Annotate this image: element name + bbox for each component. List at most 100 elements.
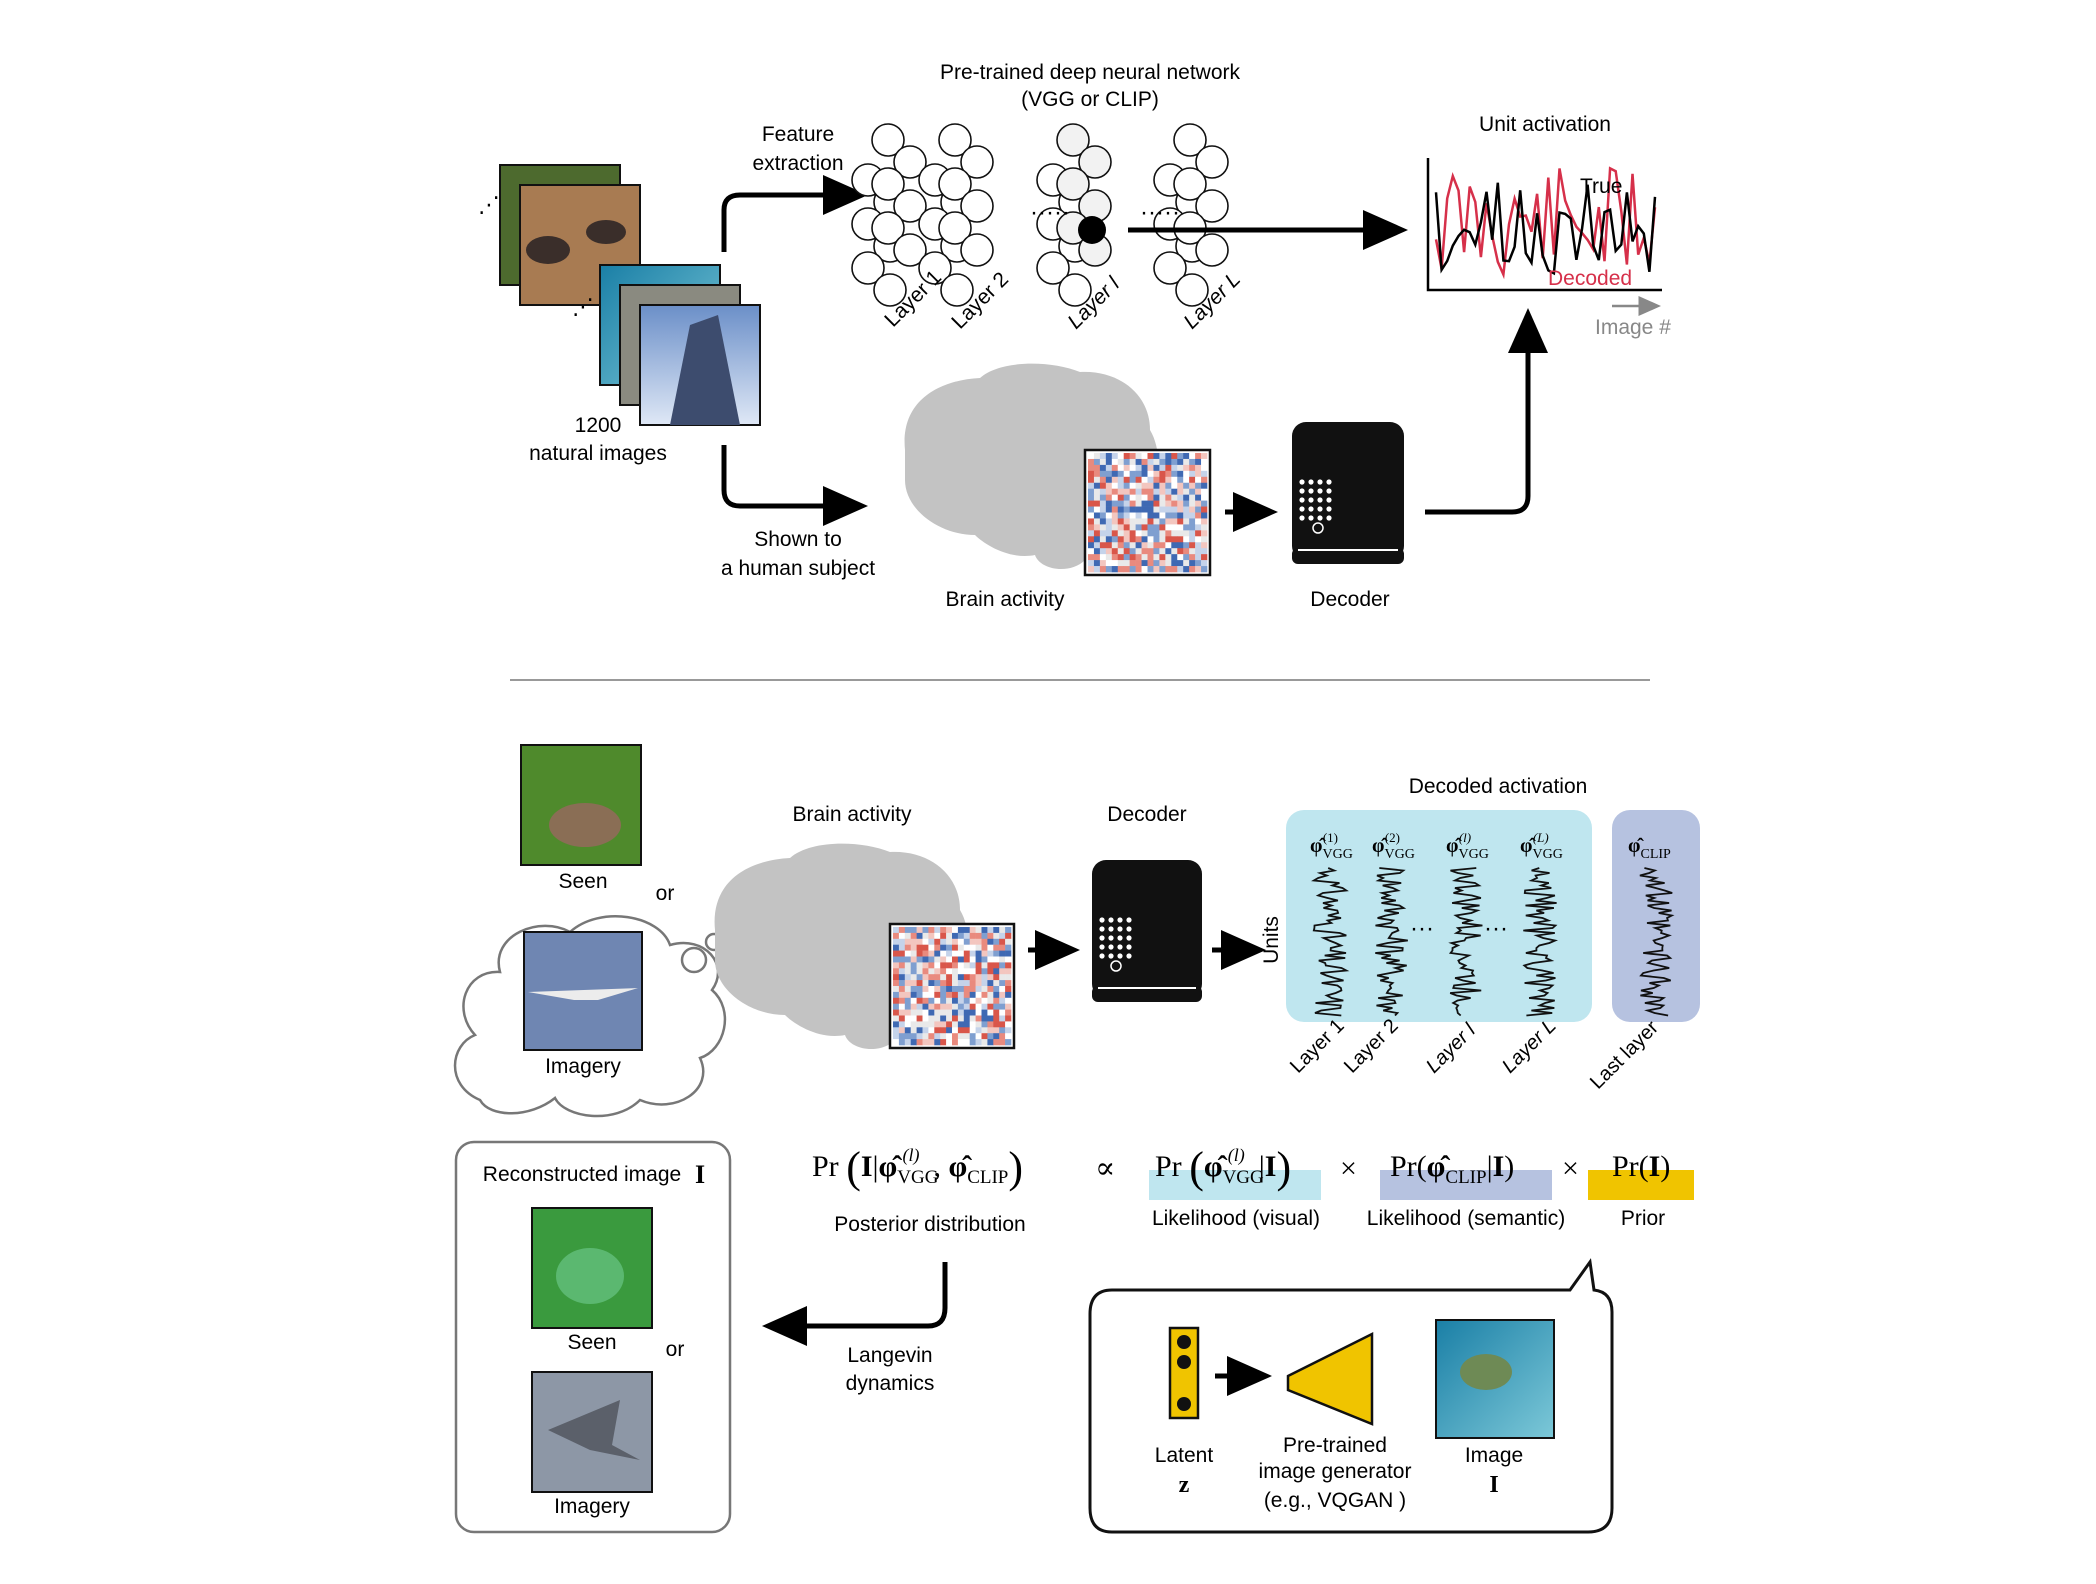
matrix-cell: [1177, 500, 1184, 507]
network-unit: [871, 123, 905, 157]
matrix-cell: [1177, 560, 1184, 567]
matrix-cell: [1005, 938, 1012, 945]
matrix-cell: [1189, 476, 1196, 484]
matrix-cell: [1105, 548, 1113, 555]
matrix-cell: [969, 932, 976, 940]
matrix-cell: [952, 944, 959, 951]
matrix-cell: [969, 956, 976, 963]
matrix-cell: [1123, 482, 1130, 489]
matrix-cell: [1171, 476, 1178, 484]
matrix-cell: [1123, 536, 1130, 543]
matrix-cell: [975, 980, 982, 987]
matrix-cell: [928, 1015, 935, 1022]
matrix-cell: [1105, 560, 1113, 567]
network-title-1: Pre-trained deep neural network: [940, 61, 1241, 84]
matrix-cell: [1005, 991, 1012, 999]
matrix-cell: [952, 1015, 959, 1022]
top-brain-activity-label: Brain activity: [945, 588, 1065, 611]
matrix-cell: [963, 986, 970, 993]
matrix-cell: [1088, 530, 1095, 537]
matrix-cell: [946, 1015, 953, 1022]
matrix-cell: [1189, 512, 1196, 519]
matrix-cell: [910, 974, 917, 981]
matrix-cell: [1129, 482, 1136, 489]
feature-extraction-label-1: Feature: [762, 123, 834, 146]
matrix-cell: [928, 956, 935, 963]
matrix-cell: [987, 1015, 994, 1022]
matrix-cell: [1171, 542, 1178, 549]
matrix-cell: [1153, 560, 1160, 567]
matrix-cell: [1005, 950, 1012, 957]
matrix-cell: [1117, 548, 1124, 555]
matrix-cell: [1135, 548, 1142, 555]
bottom-layer-label-l: Layer l: [1422, 1019, 1480, 1077]
matrix-cell: [1123, 518, 1130, 525]
matrix-cell: [993, 997, 1000, 1004]
matrix-cell: [987, 950, 994, 957]
matrix-cell: [963, 974, 970, 981]
matrix-cell: [1117, 453, 1124, 460]
matrix-cell: [969, 997, 976, 1004]
matrix-cell: [940, 950, 947, 957]
prior-highlight: [1588, 1170, 1694, 1200]
matrix-cell: [1093, 524, 1101, 531]
matrix-cell: [999, 956, 1006, 963]
matrix-cell: [963, 1015, 970, 1022]
keypad-dot: [1299, 488, 1305, 494]
top-decoder-keypad: [1299, 479, 1332, 521]
keypad-dot: [1117, 926, 1123, 932]
keypad-dot: [1308, 497, 1314, 503]
matrix-cell: [1117, 464, 1124, 472]
matrix-cell: [1123, 476, 1130, 484]
decoded-trace: [1522, 867, 1559, 1017]
network-unit: [871, 211, 905, 245]
matrix-cell: [957, 1039, 965, 1046]
matrix-cell: [1177, 494, 1184, 501]
matrix-cell: [904, 968, 911, 975]
activation-true-trace: [1434, 182, 1657, 276]
matrix-cell: [1147, 530, 1154, 537]
matrix-cell: [1165, 488, 1172, 495]
network-unit: [873, 273, 907, 307]
matrix-cell: [916, 938, 923, 945]
building-shape: [670, 315, 740, 425]
matrix-cell: [946, 950, 953, 957]
matrix-cell: [969, 950, 976, 957]
matrix-cell: [904, 944, 911, 951]
matrix-cell: [1171, 518, 1178, 525]
matrix-cell: [1183, 518, 1190, 525]
network-unit: [1078, 145, 1112, 179]
matrix-cell: [1147, 482, 1154, 489]
matrix-cell: [1189, 536, 1196, 543]
matrix-cell: [952, 962, 959, 969]
latent-node-2: [1177, 1355, 1191, 1369]
matrix-cell: [963, 1021, 970, 1028]
matrix-cell: [1147, 506, 1154, 513]
matrix-cell: [1111, 566, 1119, 573]
network-unit: [1056, 167, 1090, 201]
matrix-cell: [893, 1033, 900, 1040]
matrix-cell: [981, 986, 988, 993]
matrix-cell: [1177, 512, 1184, 519]
matrix-cell: [1093, 500, 1101, 507]
keypad-dot: [1099, 917, 1105, 923]
matrix-cell: [928, 944, 935, 951]
matrix-cell: [928, 932, 935, 940]
legend-decoded: Decoded: [1548, 267, 1632, 290]
matrix-cell: [922, 1021, 929, 1028]
matrix-cell: [1105, 530, 1113, 537]
matrix-cell: [934, 950, 941, 957]
matrix-cell: [1129, 554, 1136, 561]
matrix-cell: [1129, 566, 1136, 573]
matrix-cell: [1135, 453, 1142, 460]
matrix-cell: [1171, 536, 1178, 543]
top-decoder-base: [1292, 548, 1404, 564]
matrix-cell: [1123, 464, 1130, 472]
matrix-cell: [1088, 500, 1095, 507]
matrix-cell: [922, 1003, 929, 1010]
matrix-cell: [1183, 566, 1190, 573]
network-unit: [940, 273, 974, 307]
matrix-cell: [1159, 500, 1166, 507]
matrix-cell: [1147, 518, 1154, 525]
matrix-cell: [1153, 554, 1160, 561]
